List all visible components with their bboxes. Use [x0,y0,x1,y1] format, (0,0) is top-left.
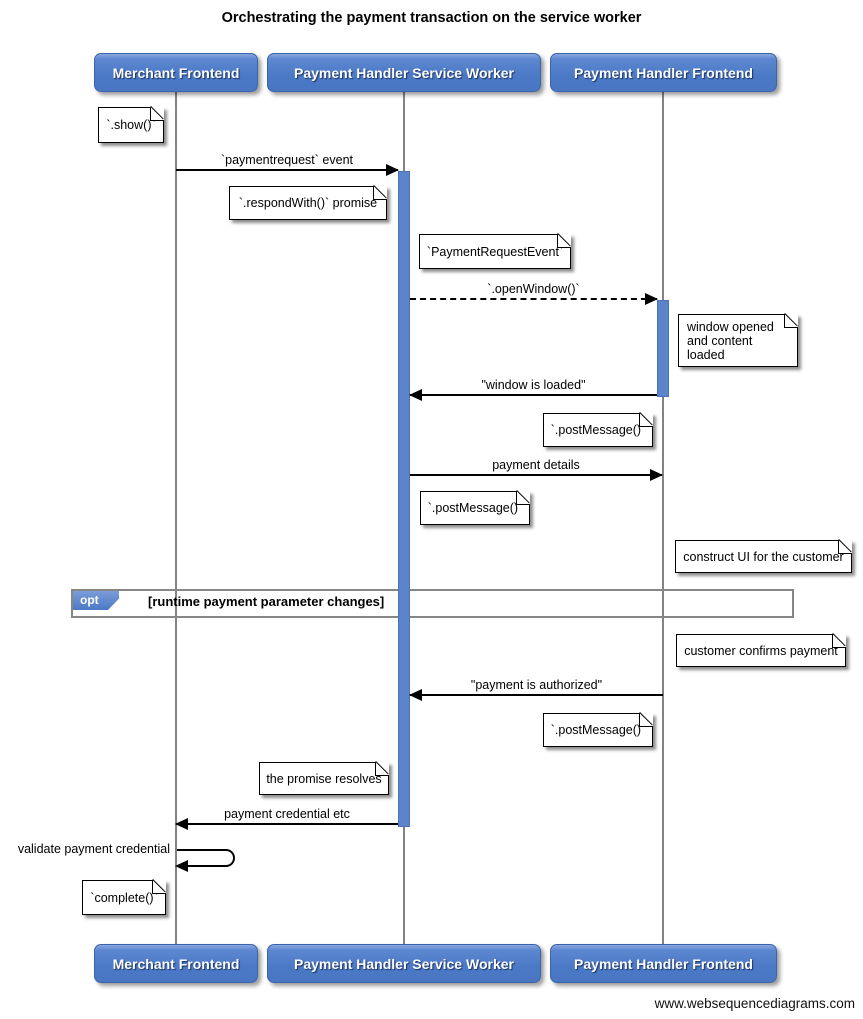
note-text: `.postMessage()` [427,501,523,515]
note-text: window opened and content loaded [687,319,774,362]
actor-top-payment-handler-frontend: Payment Handler Frontend [550,53,777,92]
message-label: payment credential etc [224,807,350,821]
arrowhead-left-icon [409,689,422,701]
watermark-websequencediagrams: www.websequencediagrams.com [654,996,855,1011]
message-label: "payment is authorized" [470,678,603,692]
message-payment-credential-etc: payment credential etc [175,807,398,830]
arrowhead-left-icon [409,389,422,401]
message-label: `paymentrequest` event [220,153,353,167]
arrowhead-right-icon [650,469,663,481]
note-construct-ui: construct UI for the customer [675,540,852,573]
note-text: the promise resolves [266,771,382,786]
note-respondwith-promise: `.respondWith()` promise [229,186,387,220]
note-window-opened: window opened and content loaded [678,314,798,367]
note-text: `PaymentRequestEvent` [426,244,564,259]
activation-service-worker [398,171,410,827]
actor-top-merchant-frontend: Merchant Frontend [94,53,258,92]
actor-bottom-merchant-frontend: Merchant Frontend [94,944,258,983]
self-message-validate-credential-label: validate payment credential [17,842,170,856]
opt-fragment-guard: [runtime payment parameter changes] [148,594,385,609]
note-text: customer confirms payment [684,643,838,658]
note-fold-icon [639,413,653,427]
self-message-validate-credential-loop [175,849,235,872]
actor-bottom-payment-handler-frontend: Payment Handler Frontend [550,944,777,983]
note-fold-icon [639,713,653,727]
note-postmessage-1: `.postMessage()` [543,413,653,447]
arrowhead-right-icon [386,164,399,176]
actor-top-payment-handler-service-worker: Payment Handler Service Worker [267,53,541,92]
opt-fragment-frame: opt [runtime payment parameter changes] [71,589,794,618]
note-fold-icon [373,186,387,200]
note-fold-icon [516,491,530,505]
note-text: `.postMessage()` [550,423,646,437]
lifeline-payment-handler-frontend [662,92,664,944]
activation-payment-handler-frontend [657,300,669,397]
lifeline-merchant-frontend [175,92,177,944]
note-fold-icon [557,234,571,248]
message-paymentrequest-event: `paymentrequest` event [176,153,399,176]
note-fold-icon [838,540,852,554]
message-openwindow: `.openWindow()` [410,282,658,305]
diagram-title: Orchestrating the payment transaction on… [221,10,642,26]
message-label: "window is loaded" [481,378,586,392]
note-postmessage-2: `.postMessage()` [420,491,530,525]
arrowhead-left-icon [175,860,188,872]
note-text: `.show()` [106,118,156,132]
note-fold-icon [152,880,166,894]
note-text: construct UI for the customer [683,549,844,564]
opt-fragment-label: opt [73,591,119,610]
note-fold-icon [784,314,798,328]
note-fold-icon [150,107,164,121]
note-postmessage-3: `.postMessage()` [543,713,653,747]
message-label: payment details [492,458,580,472]
message-window-is-loaded: "window is loaded" [409,378,657,401]
message-payment-is-authorized: "payment is authorized" [409,678,663,701]
note-text: `.postMessage()` [550,723,646,737]
note-fold-icon [832,634,846,648]
actor-bottom-payment-handler-service-worker: Payment Handler Service Worker [267,944,541,983]
note-complete: `complete()` [82,880,166,915]
note-text: `.respondWith()` promise [238,196,378,210]
message-payment-details: payment details [410,458,663,481]
note-paymentrequestevent: `PaymentRequestEvent` [419,234,571,269]
note-text: `complete()` [90,890,158,905]
note-promise-resolves: the promise resolves [259,762,389,795]
arrowhead-left-icon [175,818,188,830]
note-show: `.show()` [98,107,164,143]
arrowhead-right-icon [645,293,658,305]
note-fold-icon [375,762,389,776]
note-customer-confirms: customer confirms payment [676,634,846,667]
message-label: `.openWindow()` [487,282,580,296]
